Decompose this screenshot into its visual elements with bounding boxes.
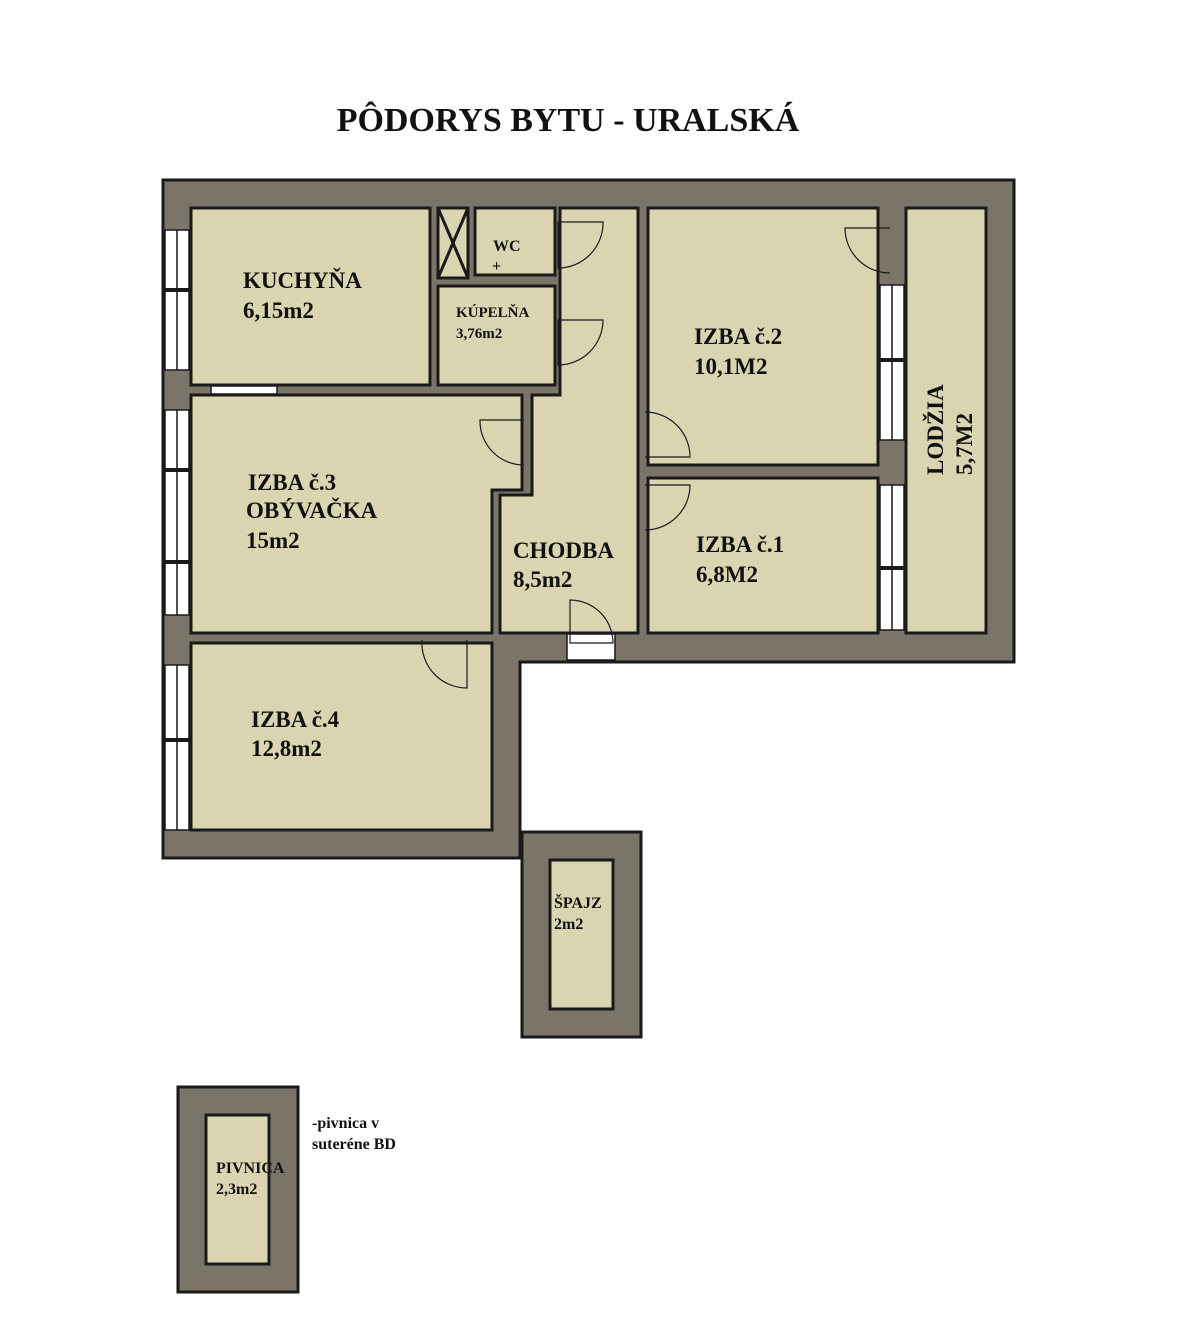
- pantry-area: 2m2: [554, 916, 583, 933]
- cellar-area: 2,3m2: [216, 1181, 257, 1198]
- kitchen-area: 6,15m2: [243, 298, 314, 323]
- door-swings: [421, 221, 891, 689]
- shaft-icon: [436, 206, 470, 280]
- room3-name: IZBA č.3: [248, 470, 336, 495]
- hall-name: CHODBA: [513, 538, 614, 563]
- wc-name: WC: [493, 238, 521, 255]
- loggia-area: 5,7M2: [952, 413, 977, 475]
- kitchen-name: KUCHYŇA: [243, 267, 362, 293]
- wc-floor: [473, 206, 557, 277]
- plan-title: PÔDORYS BYTU - URALSKÁ: [337, 101, 800, 139]
- wc-mark: +: [492, 258, 501, 275]
- loggia-floor: [904, 206, 988, 635]
- room3-sub: OBÝVAČKA: [246, 497, 378, 523]
- kitchen-floor: [189, 206, 432, 387]
- bathroom-area: 3,76m2: [456, 326, 502, 342]
- room2-name: IZBA č.2: [694, 324, 782, 349]
- room1-name: IZBA č.1: [696, 532, 784, 557]
- bathroom-name: KÚPELŇA: [456, 304, 530, 321]
- room4-floor: [189, 641, 494, 832]
- room3-area: 15m2: [246, 528, 300, 553]
- room2-floor: [646, 206, 880, 467]
- hall-floor: [498, 206, 640, 635]
- hall-area: 8,5m2: [513, 567, 572, 592]
- cellar-name: PIVNICA: [216, 1160, 285, 1177]
- cellar-note-line2: suteréne BD: [312, 1136, 396, 1153]
- loggia-name: LODŽIA: [922, 384, 948, 475]
- cellar-note-line1: -pivnica v: [312, 1115, 379, 1132]
- room2-area: 10,1M2: [694, 354, 767, 379]
- room4-name: IZBA č.4: [251, 707, 340, 732]
- windows: [164, 229, 905, 831]
- cellar-floor: [204, 1113, 271, 1266]
- room1-area: 6,8M2: [696, 562, 758, 587]
- room3-floor: [189, 393, 524, 635]
- room4-area: 12,8m2: [251, 736, 322, 761]
- pantry-name: ŠPAJZ: [554, 893, 602, 912]
- pantry-floor: [548, 858, 615, 1011]
- bathroom-floor: [436, 284, 557, 387]
